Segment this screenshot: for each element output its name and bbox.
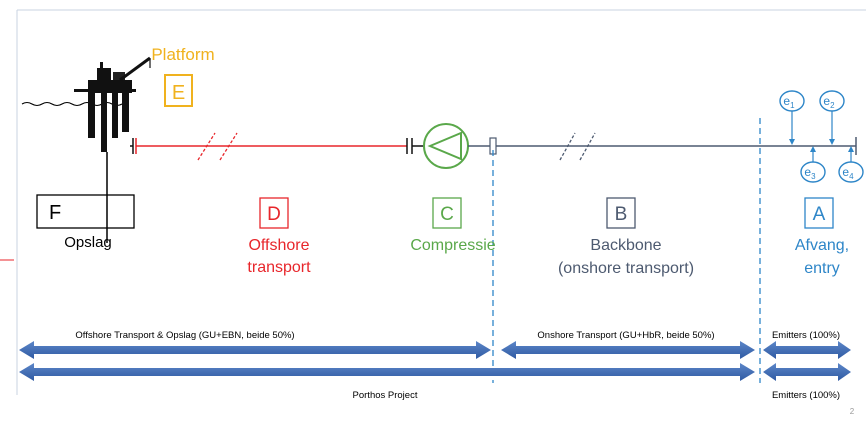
platform-label: Platform xyxy=(151,45,214,64)
backbone-pipeline xyxy=(468,132,857,161)
arrow-porthos-label: Porthos Project xyxy=(353,390,418,401)
svg-text:e1: e1 xyxy=(783,94,795,110)
emitter-e1: e1 xyxy=(779,90,805,145)
arrow-emitters-top: Emitters (100%) xyxy=(763,330,851,359)
segment-c-letter: C xyxy=(440,204,454,225)
segment-a: A Afvang, entry xyxy=(795,197,849,277)
segment-c: C Compressie xyxy=(410,197,496,254)
emitter-e2: e2 xyxy=(819,90,845,145)
segment-b: B Backbone (onshore transport) xyxy=(558,197,694,277)
arrow-onshore-label: Onshore Transport (GU+HbR, beide 50%) xyxy=(537,330,714,341)
segment-d-letter: D xyxy=(267,204,281,225)
segment-f-letter: F xyxy=(49,202,61,224)
arrow-emitters-bottom-label: Emitters (100%) xyxy=(772,390,840,401)
platform-letter: E xyxy=(172,82,185,104)
svg-text:e3: e3 xyxy=(804,165,816,181)
segment-b-label-2: (onshore transport) xyxy=(558,260,694,277)
segment-c-label: Compressie xyxy=(410,237,495,254)
segment-b-letter: B xyxy=(615,204,628,225)
arrow-onshore-transport: Onshore Transport (GU+HbR, beide 50%) xyxy=(501,330,755,359)
arrow-porthos-project: Porthos Project xyxy=(19,363,755,401)
segment-d-label-2: transport xyxy=(247,259,311,276)
svg-text:e2: e2 xyxy=(823,94,835,110)
emitter-e4: e4 xyxy=(838,146,864,183)
segment-b-label-1: Backbone xyxy=(590,237,661,254)
arrow-emitters-bottom: Emitters (100%) xyxy=(763,363,851,401)
offshore-pipeline xyxy=(130,132,424,161)
arrow-offshore-label: Offshore Transport & Opslag (GU+EBN, bei… xyxy=(75,330,294,341)
compressor-icon xyxy=(423,123,469,169)
platform-letter-box xyxy=(164,74,193,107)
emitter-e3: e3 xyxy=(800,146,826,183)
slide-number: 2 xyxy=(850,407,855,416)
segment-a-label-1: Afvang, xyxy=(795,237,849,254)
segment-d: D Offshore transport xyxy=(247,197,311,276)
segment-a-letter: A xyxy=(813,204,826,225)
segment-f: F Opslag xyxy=(36,194,135,251)
arrow-offshore-transport: Offshore Transport & Opslag (GU+EBN, bei… xyxy=(19,330,491,359)
segment-d-label-1: Offshore xyxy=(248,237,309,254)
segment-f-label: Opslag xyxy=(64,234,112,251)
segment-a-label-2: entry xyxy=(804,260,840,277)
svg-text:e4: e4 xyxy=(842,165,854,181)
offshore-platform-icon xyxy=(74,56,151,243)
arrow-emitters-top-label: Emitters (100%) xyxy=(772,330,840,341)
